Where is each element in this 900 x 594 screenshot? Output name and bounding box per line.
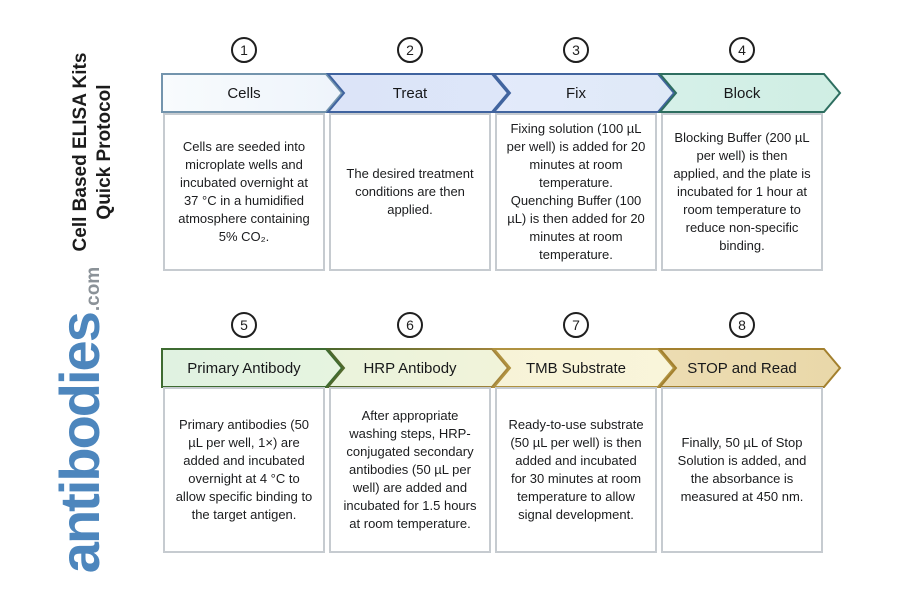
step-arrow-stop-and-read: STOP and Read [657, 348, 842, 388]
step-description-row-2: Primary antibodies (50 µL per well, 1×) … [161, 387, 825, 553]
step-label: Primary Antibody [187, 359, 301, 377]
step-arrow-tmb-substrate: TMB Substrate [491, 348, 676, 388]
arrow-shape [325, 73, 510, 113]
step-arrow-hrp-antibody: HRP Antibody [325, 348, 510, 388]
step-label: Fix [566, 84, 586, 102]
step-number-badge: 7 [563, 312, 589, 338]
step-arrow-block: Block [657, 73, 842, 113]
step-arrow-row-1: Cells Treat [161, 73, 842, 113]
brand-logo-text: antibodies [48, 313, 111, 574]
step-arrow-treat: Treat [325, 73, 510, 113]
arrow-shape [491, 348, 676, 388]
step-arrow-primary-antibody: Primary Antibody [161, 348, 344, 388]
step-number-row-2: 5 6 7 8 [161, 312, 825, 338]
step-arrow-cells: Cells [161, 73, 344, 113]
step-label: Cells [227, 84, 261, 102]
step-description: Primary antibodies (50 µL per well, 1×) … [163, 387, 325, 553]
step-description-row-1: Cells are seeded into microplate wells a… [161, 113, 825, 271]
brand-logo: antibodies .com [47, 266, 117, 574]
step-description: Finally, 50 µL of Stop Solution is added… [661, 387, 823, 553]
step-number-badge: 8 [729, 312, 755, 338]
step-description: The desired treatment conditions are the… [329, 113, 491, 271]
step-description: Fixing solution (100 µL per well) is add… [495, 113, 657, 271]
step-label: HRP Antibody [363, 359, 457, 377]
step-number-badge: 3 [563, 37, 589, 63]
step-label: TMB Substrate [525, 359, 627, 377]
step-arrow-fix: Fix [491, 73, 676, 113]
step-number-badge: 2 [397, 37, 423, 63]
step-number-badge: 1 [231, 37, 257, 63]
step-number-row-1: 1 2 3 4 [161, 37, 825, 63]
step-description: After appropriate washing steps, HRP-con… [329, 387, 491, 553]
step-number-badge: 6 [397, 312, 423, 338]
brand-logo-suffix: .com [83, 266, 104, 312]
step-label: STOP and Read [687, 359, 797, 377]
step-description: Cells are seeded into microplate wells a… [163, 113, 325, 271]
step-description: Blocking Buffer (200 µL per well) is the… [661, 113, 823, 271]
arrow-shape [657, 73, 842, 113]
page-title: Cell Based ELISA Kits Quick Protocol [69, 22, 117, 282]
arrow-shape [657, 348, 842, 388]
step-label: Block [723, 84, 761, 102]
step-number-badge: 5 [231, 312, 257, 338]
page-title-line2: Quick Protocol [94, 84, 115, 220]
step-number-badge: 4 [729, 37, 755, 63]
page-title-line1: Cell Based ELISA Kits [70, 52, 91, 252]
arrow-shape [161, 73, 344, 113]
arrow-shape [491, 73, 676, 113]
step-arrow-row-2: Primary Antibody HRP Antibody [161, 348, 842, 388]
step-label: Treat [392, 84, 428, 102]
arrow-shape [325, 348, 510, 388]
arrow-shape [161, 348, 344, 388]
step-description: Ready-to-use substrate (50 µL per well) … [495, 387, 657, 553]
